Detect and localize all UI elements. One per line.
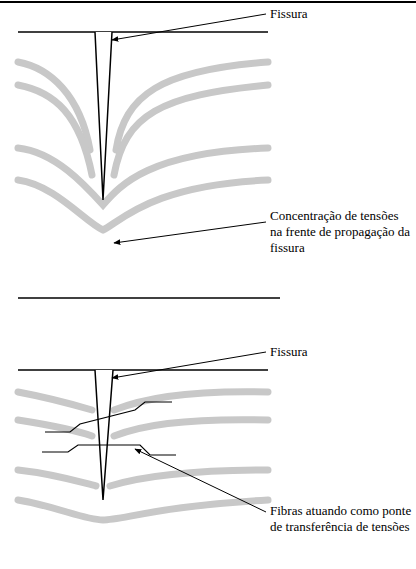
leader-line	[112, 352, 266, 378]
annotation-label: Fissura	[270, 344, 410, 360]
leader-line	[112, 14, 266, 40]
crack	[95, 32, 112, 200]
crack	[95, 370, 113, 500]
leader-line	[135, 449, 266, 512]
fibers	[42, 402, 176, 455]
surface-line	[18, 369, 268, 371]
separator-line	[18, 297, 280, 299]
stress-lines	[18, 392, 268, 520]
leader-line	[114, 222, 266, 243]
annotation-label: Fibras atuando como ponte de transferênc…	[270, 503, 412, 535]
annotation-label: Fissura	[270, 6, 410, 22]
stress-lines	[18, 62, 268, 230]
annotation-label: Concentração de tensões na frente de pro…	[270, 208, 412, 256]
frame-line	[0, 1, 416, 3]
surface-line	[18, 31, 268, 33]
